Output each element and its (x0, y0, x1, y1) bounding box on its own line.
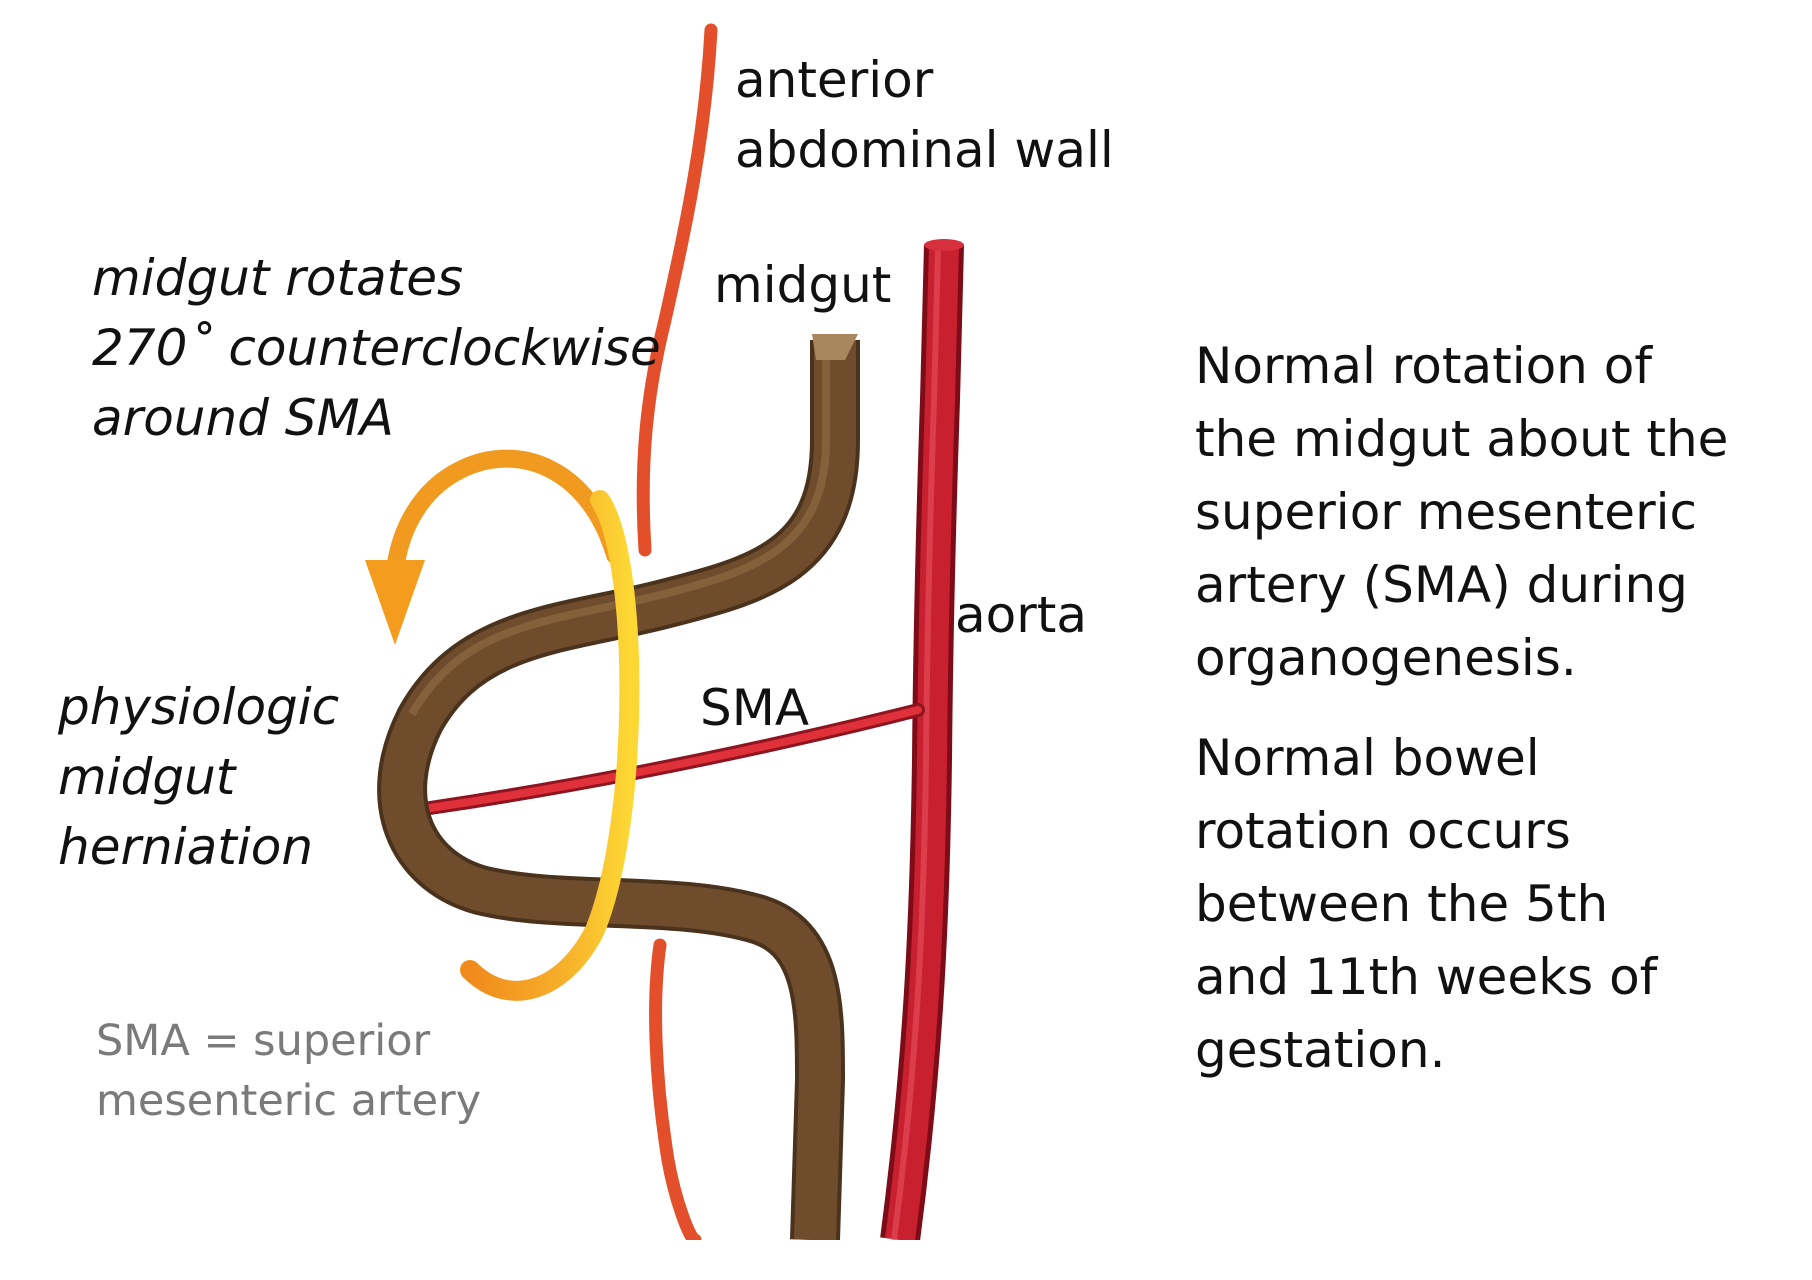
description-p1-line3: superior mesenteric (1195, 483, 1698, 541)
herniation-note-line3: herniation (58, 818, 314, 876)
description-p2-line1: Normal bowel (1195, 729, 1540, 787)
rotation-note-line3: around SMA (92, 389, 394, 447)
abbreviation-line2: mesenteric artery (96, 1076, 482, 1126)
midgut-label: midgut (714, 256, 892, 314)
rotation-arrow-head (365, 560, 425, 645)
description-p2-line2: rotation occurs (1195, 802, 1571, 860)
abbreviation-line1: SMA = superior (96, 1016, 431, 1066)
description-p1-line5: organogenesis. (1195, 629, 1577, 687)
aorta-top-end (924, 239, 964, 251)
description-p1-line1: Normal rotation of (1195, 337, 1652, 395)
description-p1-line2: the midgut about the (1195, 410, 1729, 468)
rotation-note-line1: midgut rotates (92, 249, 464, 307)
abdominal-wall-upper (636, 23, 718, 557)
rotation-note-line2: 270˚ counterclockwise (92, 319, 661, 377)
description-p2-line4: and 11th weeks of (1195, 948, 1658, 1006)
rotation-arrow-back (386, 449, 624, 579)
aorta-label: aorta (955, 586, 1088, 644)
midgut-end-cap (812, 334, 858, 360)
bottom-crop (0, 1240, 1812, 1280)
description-paragraph-2: Normal bowel rotation occurs between the… (1195, 722, 1657, 1087)
description-paragraph-1: Normal rotation of the midgut about the … (1195, 330, 1728, 695)
midgut-tube (381, 340, 856, 1241)
sma-label: SMA (700, 679, 810, 737)
sma-artery-highlight (426, 706, 922, 812)
description-p2-line3: between the 5th (1195, 875, 1609, 933)
aorta-shine (891, 249, 941, 1241)
description-p2-line5: gestation. (1195, 1021, 1446, 1079)
rotation-arrow-front (460, 490, 640, 1001)
description-p1-line4: artery (SMA) during (1195, 556, 1688, 614)
abdominal-wall-label-line2: abdominal wall (735, 121, 1114, 179)
aorta-highlight (885, 244, 959, 1242)
abdominal-wall-label-line1: anterior (735, 51, 934, 109)
herniation-note-line1: physiologic (58, 678, 340, 736)
midgut-tube-shine (408, 340, 830, 716)
herniation-note-line2: midgut (58, 748, 236, 806)
abdominal-wall-lower (649, 938, 702, 1247)
